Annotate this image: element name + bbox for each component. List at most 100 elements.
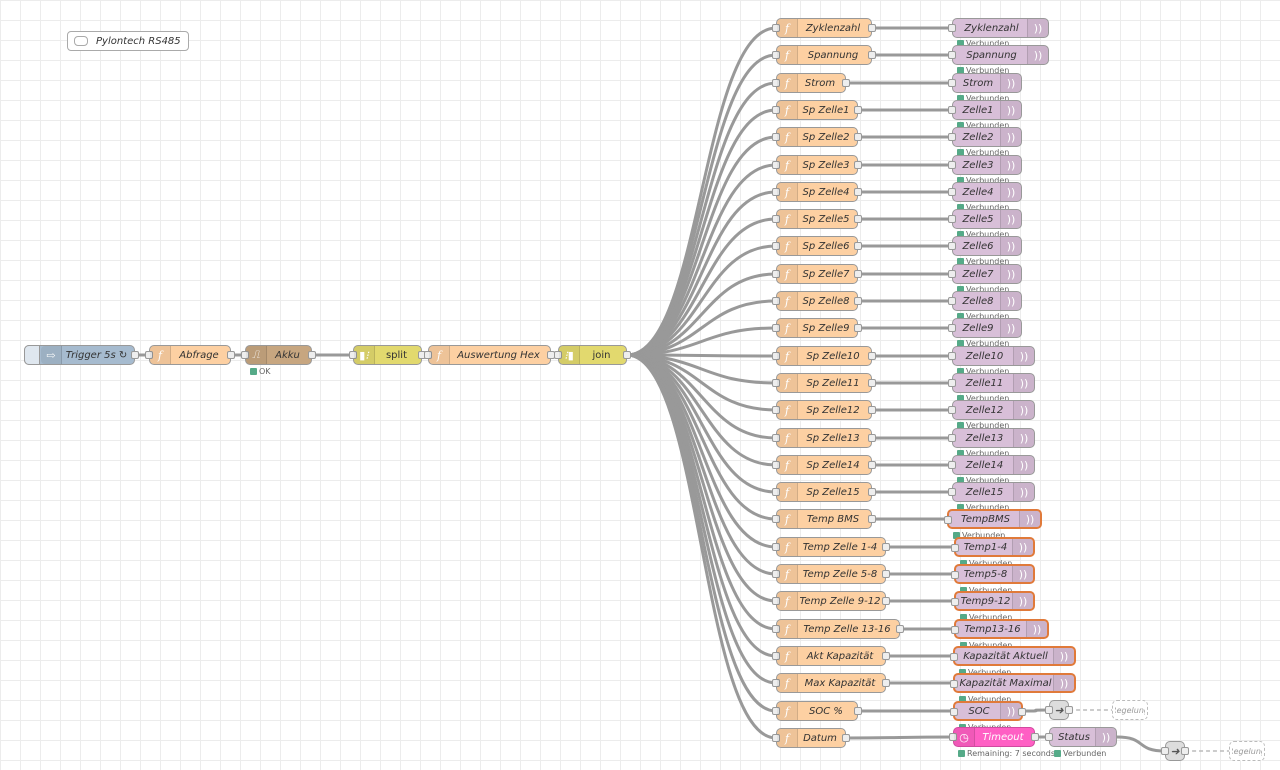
- output-port[interactable]: [131, 351, 139, 359]
- output-port[interactable]: [882, 543, 890, 551]
- output-port[interactable]: [842, 79, 850, 87]
- output-port[interactable]: [868, 406, 876, 414]
- link-in-regelung-2[interactable]: Regelung: [1229, 741, 1265, 761]
- input-port[interactable]: [948, 215, 956, 223]
- output-port[interactable]: [227, 351, 235, 359]
- wire-join-function[interactable]: [626, 353, 777, 603]
- input-port[interactable]: [948, 488, 956, 496]
- ui-output-node-4[interactable]: Zelle2))Verbunden: [948, 127, 1022, 157]
- input-port[interactable]: [772, 679, 780, 687]
- input-port[interactable]: [948, 133, 956, 141]
- input-port[interactable]: [424, 351, 432, 359]
- output-port[interactable]: [854, 106, 862, 114]
- ui-output-node-0[interactable]: Zyklenzahl))Verbunden: [948, 18, 1049, 48]
- input-port[interactable]: [948, 106, 956, 114]
- input-port[interactable]: [948, 324, 956, 332]
- ui-output-node-18[interactable]: TempBMS))Verbunden: [944, 509, 1042, 540]
- output-port[interactable]: [868, 24, 876, 32]
- wire-join-function[interactable]: [626, 135, 777, 357]
- input-port[interactable]: [951, 571, 959, 579]
- input-port[interactable]: [772, 188, 780, 196]
- output-port[interactable]: [1018, 708, 1026, 716]
- wire-join-function[interactable]: [626, 353, 777, 658]
- input-port[interactable]: [1045, 706, 1053, 714]
- output-port[interactable]: [854, 161, 862, 169]
- input-port[interactable]: [772, 215, 780, 223]
- input-port[interactable]: [772, 707, 780, 715]
- input-port[interactable]: [772, 488, 780, 496]
- ui-output-node-13[interactable]: Zelle11))Verbunden: [948, 373, 1035, 403]
- ui-output-node-14[interactable]: Zelle12))Verbunden: [948, 400, 1035, 430]
- ui-output-node-10[interactable]: Zelle8))Verbunden: [948, 291, 1022, 321]
- ui-output-node-19[interactable]: Temp1-4))Verbunden: [951, 537, 1035, 568]
- wire-join-function[interactable]: [626, 217, 777, 357]
- input-port[interactable]: [1161, 747, 1169, 755]
- input-port[interactable]: [772, 379, 780, 387]
- ui-output-node-25[interactable]: SOC))Verbunden: [950, 701, 1026, 732]
- wire-soc-link[interactable]: [1022, 708, 1050, 713]
- output-port[interactable]: [1031, 733, 1039, 741]
- function-node-auswertung[interactable]: f Auswertung Hex: [424, 345, 555, 365]
- output-port[interactable]: [868, 352, 876, 360]
- wire-join-function[interactable]: [626, 353, 777, 740]
- output-port[interactable]: [868, 488, 876, 496]
- ui-output-node-11[interactable]: Zelle9))Verbunden: [948, 318, 1022, 348]
- output-port[interactable]: [868, 515, 876, 523]
- input-port[interactable]: [948, 352, 956, 360]
- input-port[interactable]: [944, 516, 952, 524]
- output-port[interactable]: [868, 434, 876, 442]
- input-port[interactable]: [145, 351, 153, 359]
- output-port[interactable]: [1181, 747, 1189, 755]
- input-port[interactable]: [948, 188, 956, 196]
- input-port[interactable]: [948, 461, 956, 469]
- ui-output-node-12[interactable]: Zelle10))Verbunden: [948, 346, 1035, 376]
- output-port[interactable]: [854, 242, 862, 250]
- output-port[interactable]: [854, 297, 862, 305]
- output-port[interactable]: [868, 461, 876, 469]
- input-port[interactable]: [772, 24, 780, 32]
- output-port[interactable]: [882, 597, 890, 605]
- wire-datum-timeout[interactable]: [845, 735, 954, 740]
- wire-join-function[interactable]: [626, 108, 777, 357]
- link-in-regelung-1[interactable]: Regelung: [1112, 700, 1148, 720]
- output-port[interactable]: [308, 351, 316, 359]
- ui-output-node-16[interactable]: Zelle14))Verbunden: [948, 455, 1035, 485]
- wire-status-link[interactable]: [1116, 735, 1166, 753]
- input-port[interactable]: [951, 598, 959, 606]
- input-port[interactable]: [772, 297, 780, 305]
- input-port[interactable]: [772, 324, 780, 332]
- split-node[interactable]: ▮⁝ split: [349, 345, 426, 365]
- input-port[interactable]: [948, 379, 956, 387]
- output-port[interactable]: [842, 734, 850, 742]
- input-port[interactable]: [772, 133, 780, 141]
- ui-output-node-3[interactable]: Zelle1))Verbunden: [948, 100, 1022, 130]
- input-port[interactable]: [948, 270, 956, 278]
- output-port[interactable]: [854, 133, 862, 141]
- output-port[interactable]: [868, 379, 876, 387]
- output-port[interactable]: [854, 707, 862, 715]
- input-port[interactable]: [951, 544, 959, 552]
- ui-node-status[interactable]: Status )) Verbunden: [1045, 727, 1117, 758]
- output-port[interactable]: [1065, 706, 1073, 714]
- trigger-node-timeout[interactable]: ◷ Timeout Remaining: 7 seconds: [949, 727, 1055, 758]
- output-port[interactable]: [854, 324, 862, 332]
- inject-button[interactable]: [24, 345, 40, 365]
- input-port[interactable]: [948, 406, 956, 414]
- ui-output-node-6[interactable]: Zelle4))Verbunden: [948, 182, 1022, 212]
